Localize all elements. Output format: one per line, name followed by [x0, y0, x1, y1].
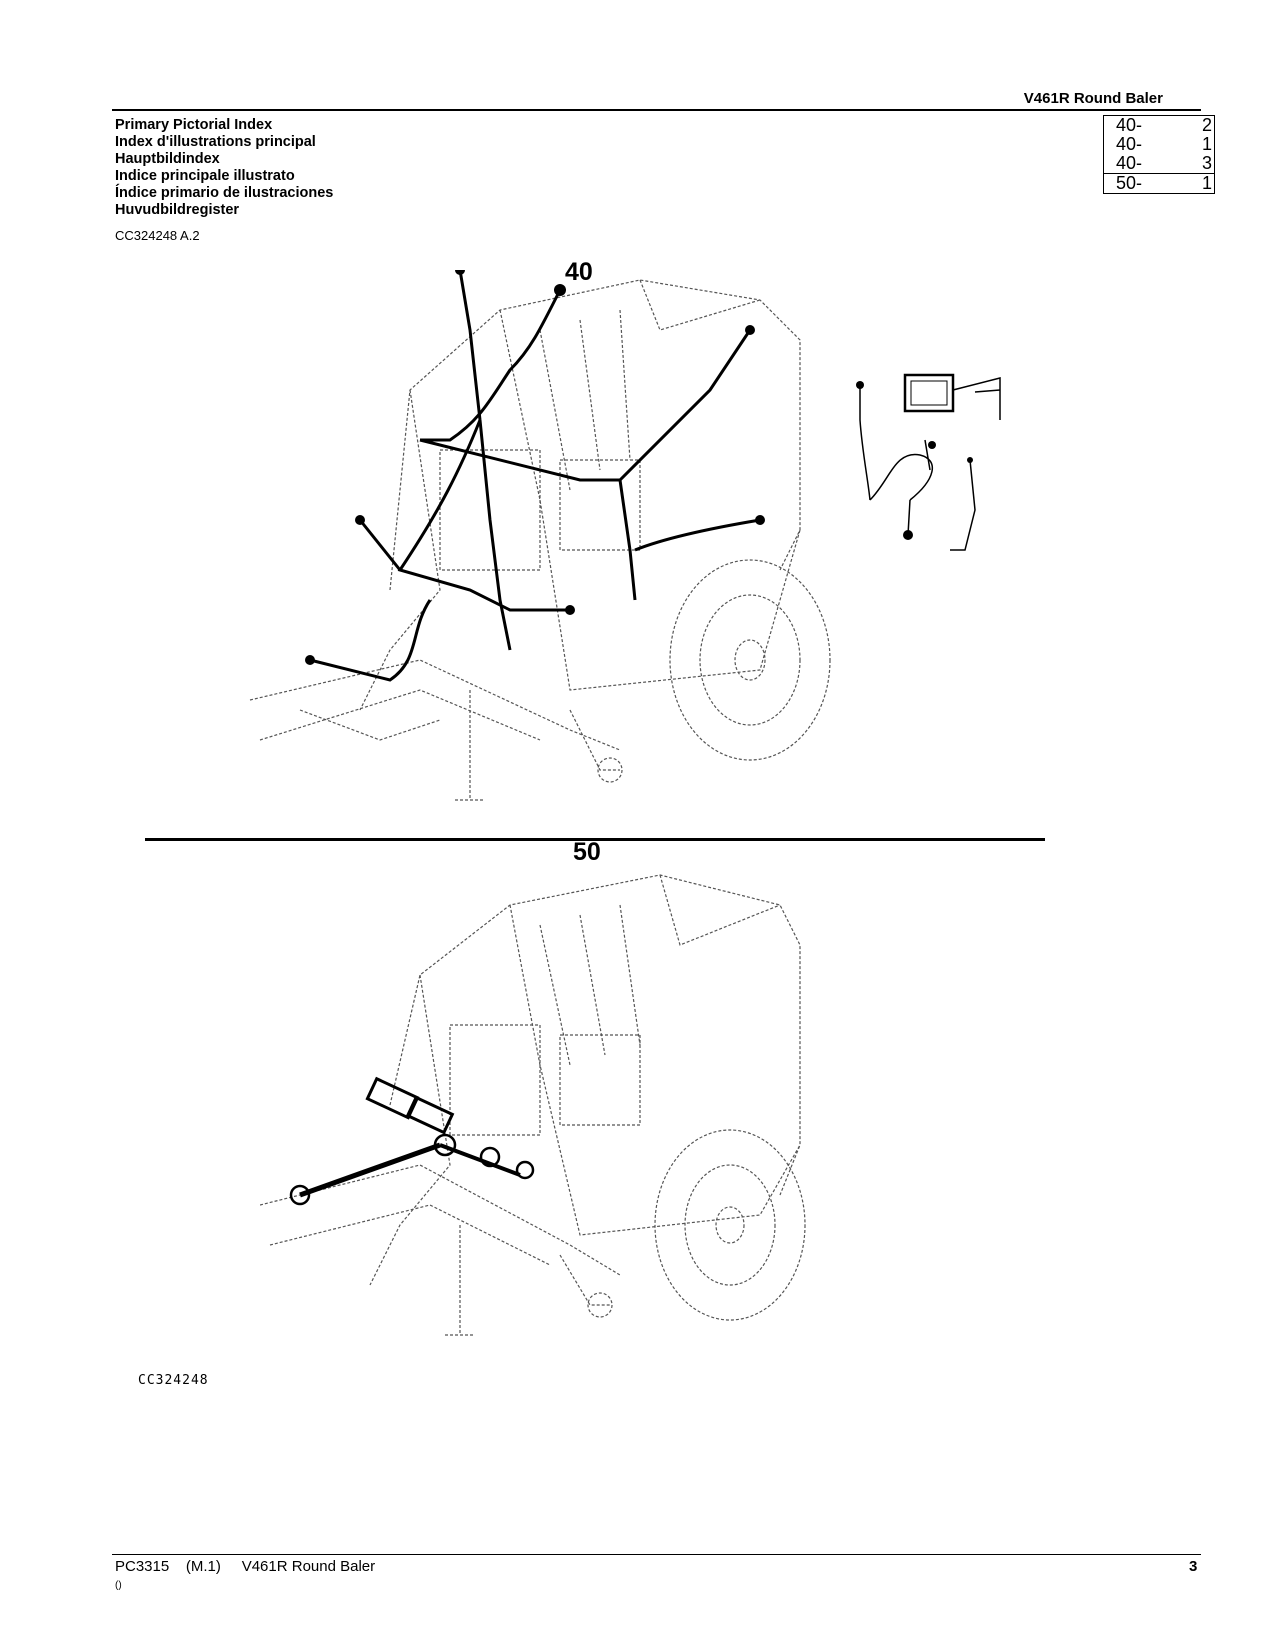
section-divider [145, 838, 1045, 841]
header-title: V461R Round Baler [1023, 90, 1163, 107]
reference-row[interactable]: 40- 1 [1104, 135, 1214, 154]
reference-page: 1 [1201, 134, 1212, 154]
index-titles: Primary Pictorial Index Index d'illustra… [115, 117, 333, 219]
figure-50-label: 50 [573, 838, 601, 866]
reference-row[interactable]: 50- 1 [1104, 173, 1214, 193]
reference-group: 50- [1116, 173, 1143, 193]
index-title: Index d'illustrations principal [115, 134, 316, 150]
monitor-kit-illustration[interactable] [850, 360, 1050, 570]
reference-table: 40- 2 40- 1 40- 3 50- 1 [1103, 115, 1215, 194]
reference-page: 2 [1201, 115, 1212, 135]
reference-group: 40- [1116, 134, 1143, 154]
index-title: Huvudbildregister [115, 202, 240, 218]
index-title: Hauptbildindex [115, 151, 220, 167]
footer-divider [112, 1554, 1201, 1555]
index-title: Indice principale illustrato [115, 168, 295, 184]
index-title: Índice primario de ilustraciones [115, 185, 334, 201]
index-title: Primary Pictorial Index [115, 117, 273, 133]
page-number: 3 [1189, 1558, 1198, 1575]
reference-group: 40- [1116, 153, 1143, 173]
reference-page: 1 [1201, 173, 1212, 193]
reference-row[interactable]: 40- 3 [1104, 154, 1214, 173]
reference-page: 3 [1201, 153, 1212, 173]
header-divider [112, 109, 1201, 111]
footer-document-info: PC3315 (M.1) V461R Round Baler [115, 1558, 376, 1575]
illustration-reference: CC324248 A.2 [115, 228, 200, 243]
wiring-harness-illustration[interactable] [240, 270, 1040, 830]
reference-group: 40- [1116, 115, 1143, 135]
figure-code: CC324248 [138, 1373, 209, 1388]
footer-subtext: () [115, 1580, 122, 1591]
figure-40-label: 40 [565, 258, 593, 286]
driveline-illustration[interactable] [260, 865, 820, 1345]
reference-row[interactable]: 40- 2 [1104, 116, 1214, 135]
